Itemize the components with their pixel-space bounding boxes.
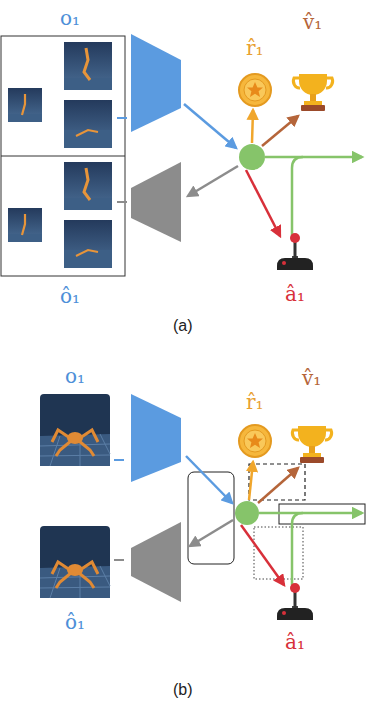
value-label: v̂₁ bbox=[302, 367, 321, 389]
reconstruction-label: ô₁ bbox=[60, 285, 80, 307]
reward-label: r̂₁ bbox=[246, 37, 264, 59]
reconstruction-label: ô₁ bbox=[65, 611, 85, 633]
action-label: â₁ bbox=[285, 283, 305, 305]
action-label: â₁ bbox=[285, 631, 305, 653]
observation-label: o₁ bbox=[60, 7, 80, 29]
reward-label: r̂₁ bbox=[246, 391, 264, 413]
value-label: v̂₁ bbox=[303, 11, 322, 33]
panel-caption: (b) bbox=[173, 681, 193, 699]
panel-caption: (a) bbox=[173, 317, 193, 335]
observation-label: o₁ bbox=[65, 365, 85, 387]
